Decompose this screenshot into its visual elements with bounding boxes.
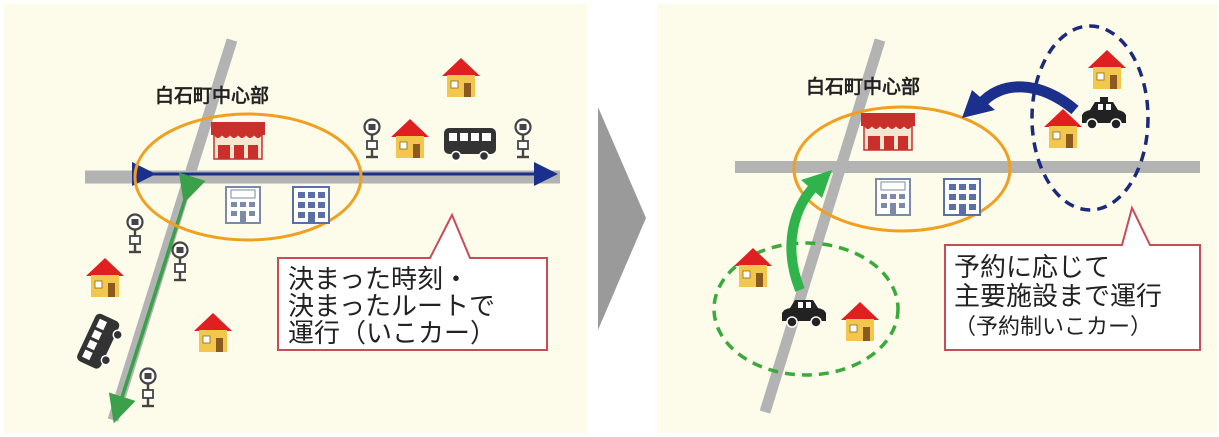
right-caption-line-3: （予約制いこカー） [954, 315, 1152, 340]
left-caption-line-1: 決まった時刻・ [288, 265, 469, 295]
town-center-ring [133, 112, 363, 242]
hospital-icon [225, 186, 261, 224]
left-panel: 白石町中心部 決まった時刻・ 決まったルートで 運行（いこカー） [4, 4, 587, 433]
building-icon [292, 186, 330, 224]
right-caption-line-2: 主要施設まで運行 [954, 282, 1162, 312]
reservation-area-ring-blue [1030, 24, 1150, 212]
pickup-arrow-green-head [801, 170, 832, 198]
left-caption-line-2: 決まったルートで [288, 292, 495, 322]
pickup-arrow-green [786, 182, 819, 292]
diagonal-road [759, 38, 886, 414]
left-caption-line-3: 運行（いこカー） [288, 319, 496, 349]
reservation-area-ring-green [712, 241, 900, 377]
right-callout-box [944, 205, 1201, 351]
right-panel: 白石町中心部 予約に応じて 主要施設まで運行 （予約制いこカー） [657, 4, 1217, 433]
town-center-ring [792, 105, 1012, 233]
pickup-arrow-blue-head [962, 90, 995, 118]
town-center-label: 白石町中心部 [155, 84, 269, 107]
store-icon [210, 121, 266, 160]
right-panel-background [657, 4, 1217, 433]
town-center-label: 白石町中心部 [806, 75, 920, 98]
transition-arrow-icon [598, 107, 646, 330]
right-caption-line-1: 予約に応じて [954, 253, 1110, 283]
building-icon [943, 178, 981, 216]
pickup-arrow-blue [975, 81, 1079, 115]
left-callout-box [277, 212, 548, 351]
hospital-icon [875, 178, 911, 216]
store-icon [860, 112, 916, 151]
